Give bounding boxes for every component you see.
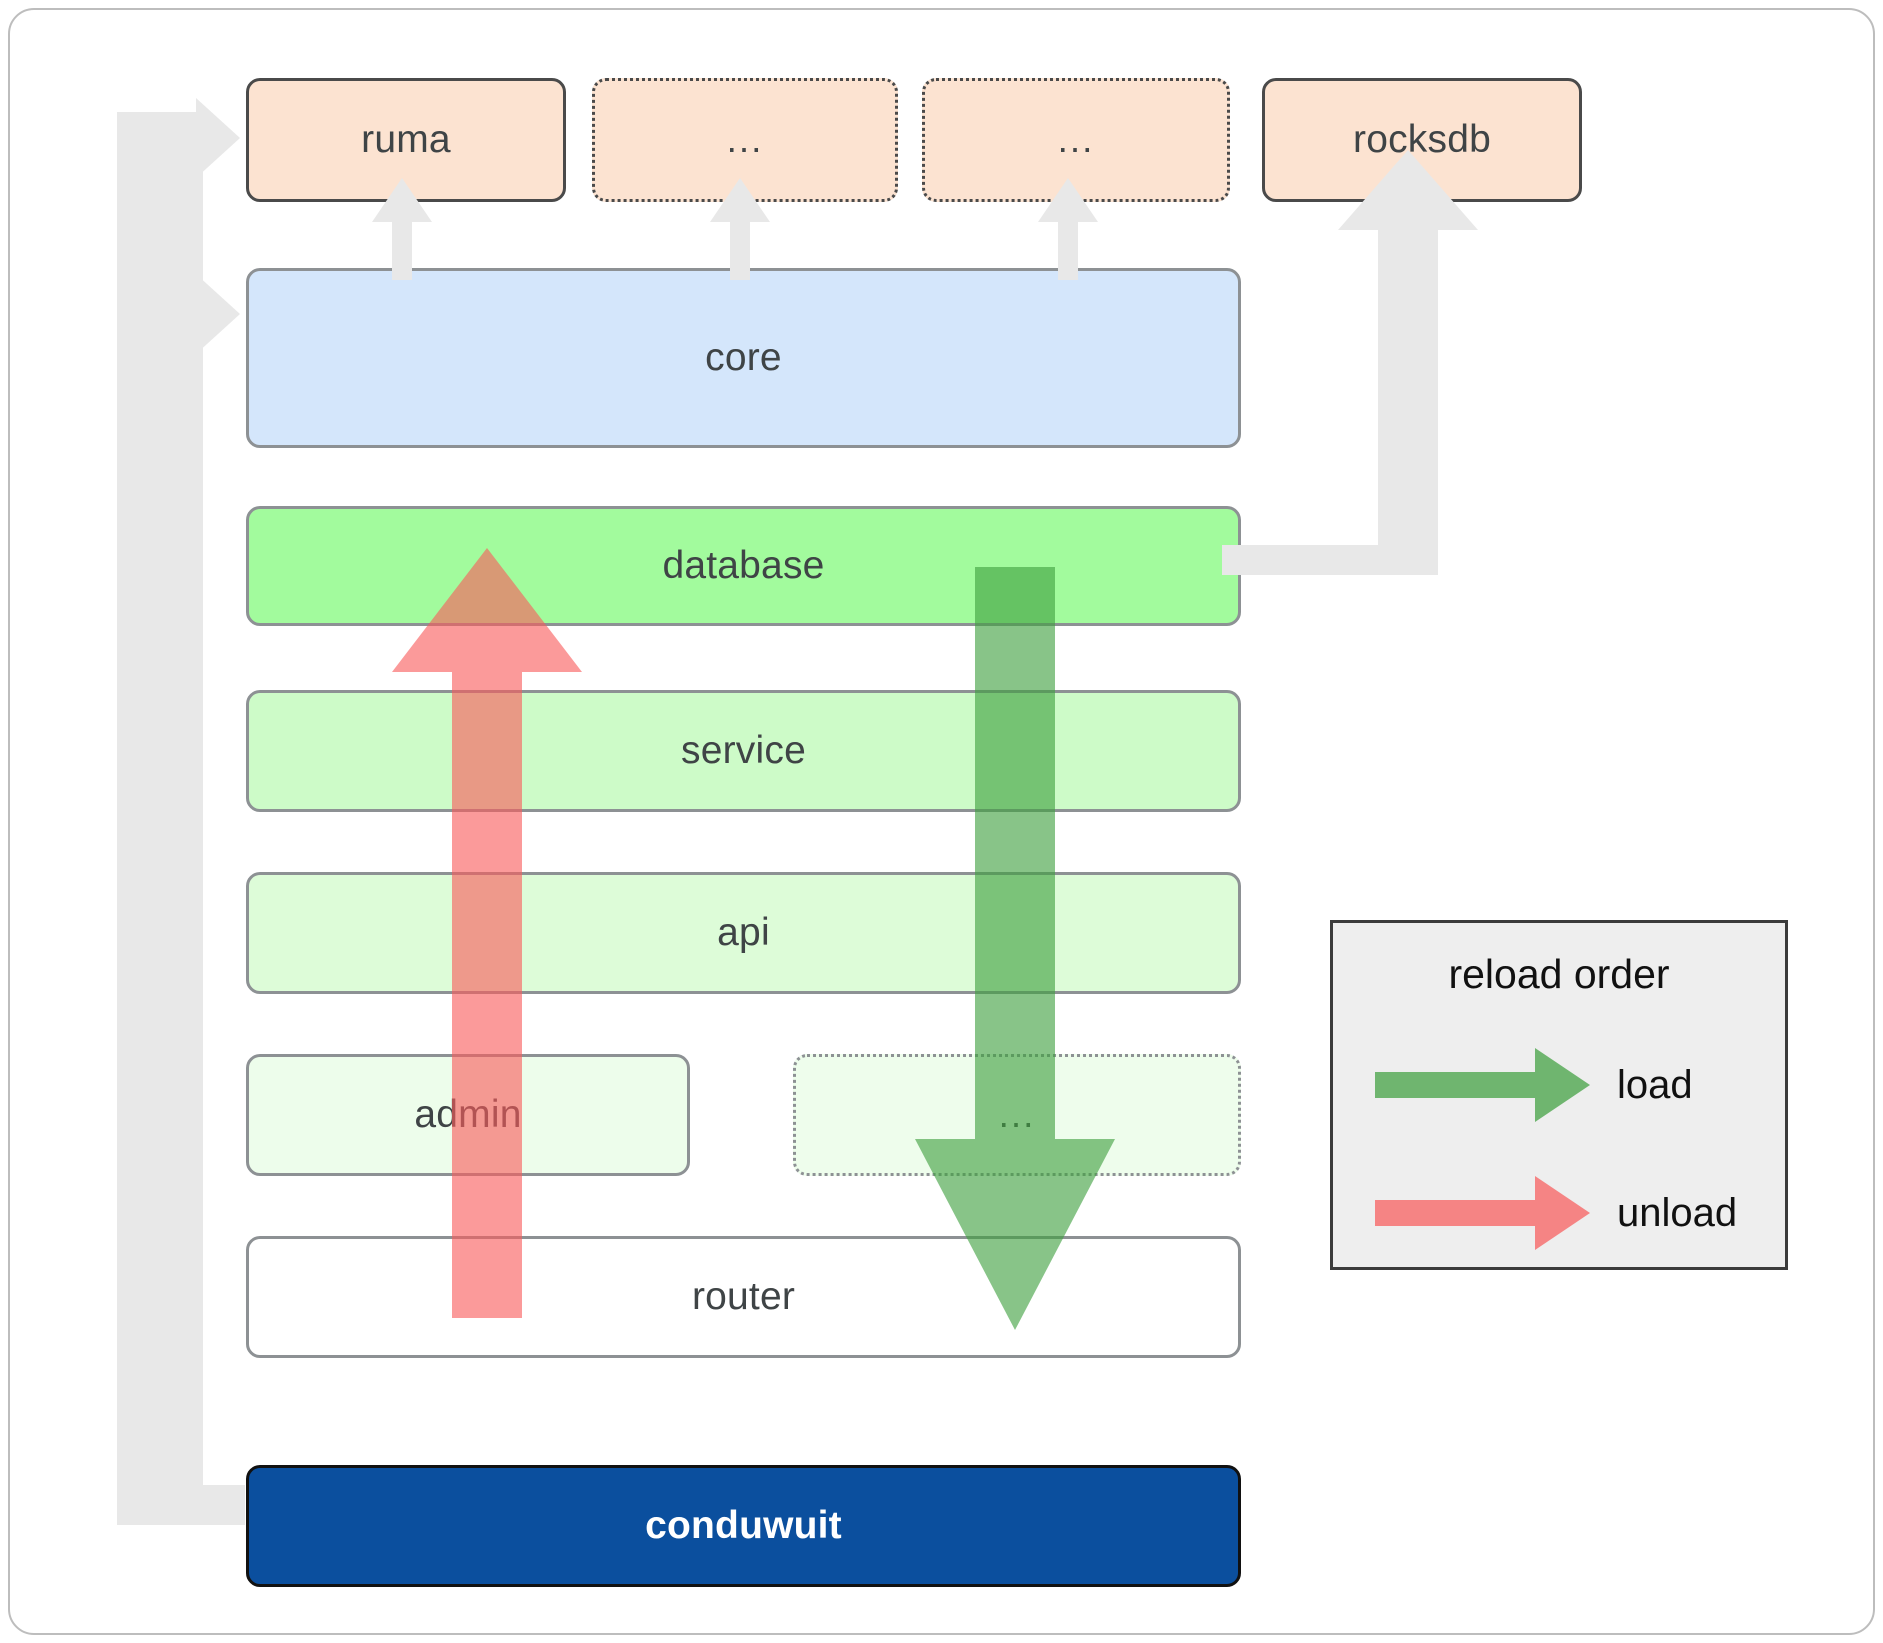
legend-label-unload: unload (1617, 1190, 1738, 1235)
legend-panel: reload order load unload (1330, 920, 1788, 1270)
layer-box-admin[interactable]: admin (246, 1054, 690, 1176)
dependency-box-ruma[interactable]: ruma (246, 78, 566, 202)
layer-box-core[interactable]: core (246, 268, 1241, 448)
diagram-frame (8, 8, 1875, 1635)
application-box-conduwuit[interactable]: conduwuit (246, 1465, 1241, 1587)
dependency-box-rocksdb[interactable]: rocksdb (1262, 78, 1582, 202)
layer-box-extra[interactable]: ... (793, 1054, 1241, 1176)
layer-box-database[interactable]: database (246, 506, 1241, 626)
dependency-label-2: ... (726, 119, 764, 160)
dependency-box-2[interactable]: ... (592, 78, 898, 202)
layer-label-database: database (662, 544, 825, 587)
legend-item-load: load (1375, 1045, 1755, 1125)
layer-box-api[interactable]: api (246, 872, 1241, 994)
dependency-box-3[interactable]: ... (922, 78, 1230, 202)
layer-label-api: api (717, 911, 770, 954)
layer-label-core: core (705, 336, 782, 379)
load-arrow-icon (1375, 1048, 1590, 1122)
application-label-conduwuit: conduwuit (645, 1504, 842, 1547)
layer-label-admin: admin (414, 1093, 522, 1136)
layer-label-service: service (681, 729, 806, 772)
unload-arrow-icon (1375, 1176, 1590, 1250)
dependency-label-ruma: ruma (361, 118, 451, 161)
layer-box-service[interactable]: service (246, 690, 1241, 812)
layer-label-router: router (691, 1275, 796, 1318)
layer-label-extra: ... (998, 1094, 1036, 1135)
legend-label-load: load (1617, 1062, 1693, 1107)
legend-item-unload: unload (1375, 1173, 1755, 1253)
layer-box-router[interactable]: router (246, 1236, 1241, 1358)
legend-title: reload order (1448, 951, 1670, 997)
dependency-label-rocksdb: rocksdb (1353, 118, 1491, 161)
dependency-label-3: ... (1057, 119, 1095, 160)
